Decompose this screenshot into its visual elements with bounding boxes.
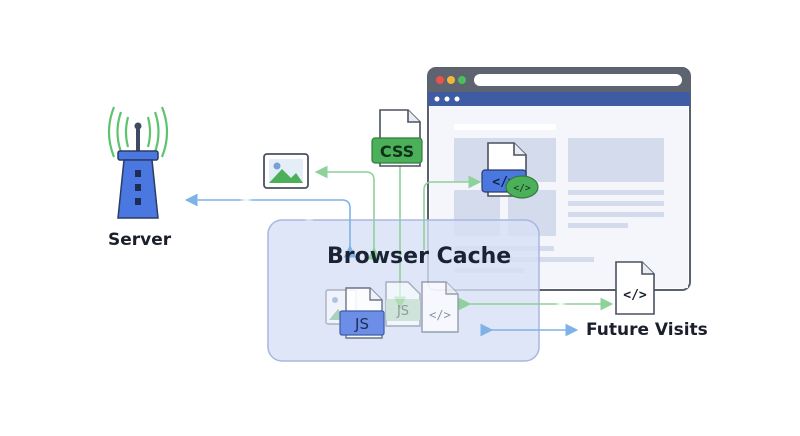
arrow-cache-to-html (423, 175, 482, 250)
cached-code-glyph: </> (513, 183, 530, 194)
server-label: Server (108, 230, 172, 250)
css-badge-label: CSS (380, 142, 414, 161)
future-visits-label: Future Visits (586, 320, 708, 340)
cached-code-file-glyph: </> (429, 308, 451, 322)
js-badge-label: JS (354, 315, 369, 333)
arrow-image-to-cache (314, 165, 381, 260)
js-file-icon: JS (339, 287, 385, 339)
code-file-icon: </> (421, 281, 459, 333)
future-code-glyph: </> (623, 288, 647, 303)
cached-js-badge-label: JS (396, 304, 409, 319)
future-code-file-icon: </> (615, 261, 655, 315)
image-file-icon (263, 153, 309, 189)
css-file-icon: CSS (371, 109, 423, 167)
html-code-file-icon: </> </> (481, 142, 539, 199)
server-tower-icon (107, 106, 169, 219)
browser-cache-title: Browser Cache (327, 244, 512, 269)
arrow-cache-to-future-file (458, 297, 614, 311)
cached-js-file-icon: JS (385, 281, 421, 327)
